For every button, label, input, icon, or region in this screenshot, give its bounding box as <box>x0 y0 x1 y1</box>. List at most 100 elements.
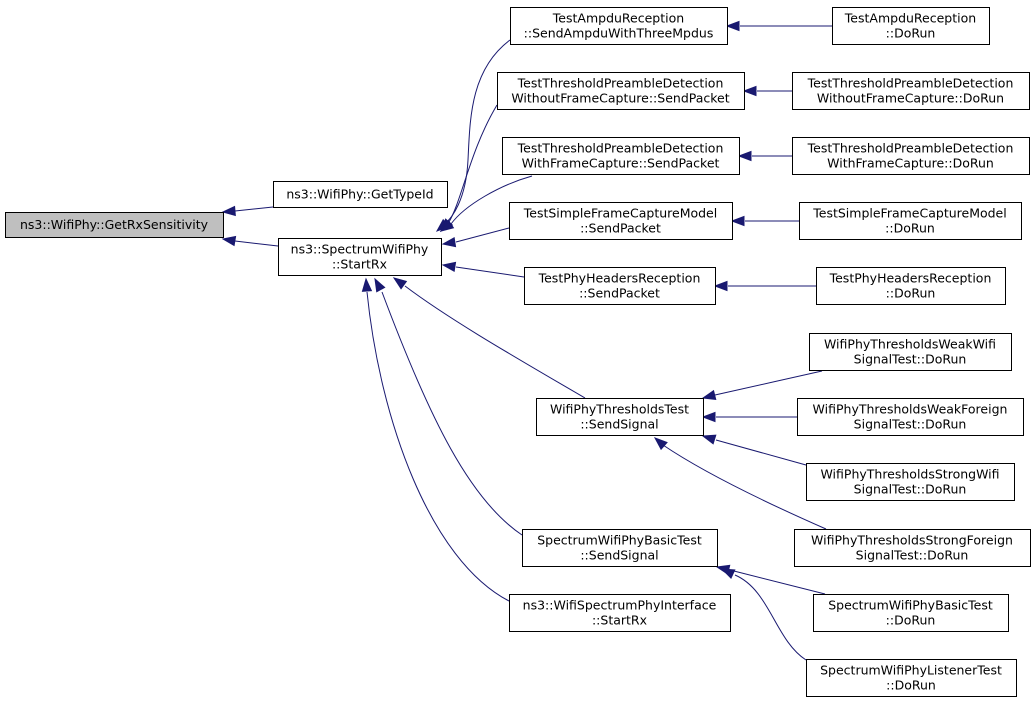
node-box[interactable] <box>792 137 1030 175</box>
node-box[interactable] <box>522 529 718 567</box>
node-label: SignalTest::DoRun <box>854 417 967 432</box>
edge-n1-n0 <box>221 205 274 217</box>
node-label: SignalTest::DoRun <box>854 482 967 497</box>
node-label: SpectrumWifiPhyListenerTest <box>820 663 1002 678</box>
node-n5[interactable]: TestThresholdPreambleDetectionWithFrameC… <box>502 137 740 175</box>
node-box[interactable] <box>832 7 990 45</box>
edge-line <box>734 574 807 661</box>
edge-n9-n2 <box>374 277 523 536</box>
edge-line <box>448 104 498 223</box>
node-n7[interactable]: TestPhyHeadersReception::SendPacket <box>524 267 716 305</box>
edge-n19-n8 <box>653 437 827 530</box>
node-box[interactable] <box>5 212 224 238</box>
node-box[interactable] <box>502 137 740 175</box>
node-n6[interactable]: TestSimpleFrameCaptureModel::SendPacket <box>509 202 733 240</box>
node-label: WifiPhyThresholdsStrongWifi <box>820 467 999 482</box>
node-box[interactable] <box>816 267 1006 305</box>
node-label: ns3::WifiSpectrumPhyInterface <box>523 598 717 613</box>
node-label: WifiPhyThresholdsTest <box>550 402 689 417</box>
edge-line <box>234 240 279 247</box>
node-n1[interactable]: ns3::WifiPhy::GetTypeId <box>273 181 448 208</box>
edge-n5-n2 <box>439 175 533 232</box>
node-n15[interactable]: TestPhyHeadersReception::DoRun <box>816 267 1006 305</box>
node-label: ::SendSignal <box>580 548 658 563</box>
node-box[interactable] <box>509 594 731 632</box>
node-n14[interactable]: TestSimpleFrameCaptureModel::DoRun <box>799 202 1022 240</box>
node-box[interactable] <box>536 398 704 436</box>
node-box[interactable] <box>806 463 1015 501</box>
edge-line <box>450 175 533 225</box>
node-n4[interactable]: TestThresholdPreambleDetectionWithoutFra… <box>497 72 745 110</box>
node-n18[interactable]: WifiPhyThresholdsStrongWifiSignalTest::D… <box>806 463 1015 501</box>
node-n16[interactable]: WifiPhyThresholdsWeakWifiSignalTest::DoR… <box>809 333 1012 371</box>
node-label: ::DoRun <box>886 678 936 693</box>
node-box[interactable] <box>799 202 1022 240</box>
edge-line <box>455 227 510 243</box>
node-box[interactable] <box>509 202 733 240</box>
node-n8[interactable]: WifiPhyThresholdsTest::SendSignal <box>536 398 704 436</box>
node-label: WithoutFrameCapture::SendPacket <box>511 91 729 106</box>
edge-line <box>404 285 586 399</box>
node-label: WithFrameCapture::DoRun <box>827 156 994 171</box>
edge-n7-n2 <box>441 261 525 278</box>
node-box[interactable] <box>813 594 1009 632</box>
node-box[interactable] <box>273 181 448 208</box>
node-box[interactable] <box>794 529 1031 567</box>
edge-arrowhead <box>701 389 717 401</box>
node-box[interactable] <box>809 333 1012 371</box>
node-n9[interactable]: SpectrumWifiPhyBasicTest::SendSignal <box>522 529 718 567</box>
node-n11[interactable]: TestAmpduReception::DoRun <box>832 7 990 45</box>
edge-n15-n7 <box>713 280 816 292</box>
node-label: ::DoRun <box>886 286 936 301</box>
node-label: TestSimpleFrameCaptureModel <box>812 206 1006 221</box>
edge-n11-n3 <box>725 20 832 32</box>
node-label: WithoutFrameCapture::DoRun <box>817 91 1004 106</box>
edge-arrowhead <box>653 437 668 451</box>
edge-arrowhead <box>742 85 757 97</box>
edge-arrowhead <box>713 280 728 292</box>
node-box[interactable] <box>510 7 728 45</box>
node-n12[interactable]: TestThresholdPreambleDetectionWithoutFra… <box>792 72 1030 110</box>
node-label: SignalTest::DoRun <box>854 352 967 367</box>
node-n2[interactable]: ns3::SpectrumWifiPhy::StartRx <box>278 238 442 276</box>
node-label: ::StartRx <box>592 613 647 628</box>
node-label: TestThresholdPreambleDetection <box>807 76 1014 91</box>
node-box[interactable] <box>278 238 442 276</box>
node-box[interactable] <box>792 72 1030 110</box>
node-label: TestPhyHeadersReception <box>538 271 701 286</box>
edge-n8-n2 <box>392 277 586 399</box>
node-label: ::SendPacket <box>579 286 660 301</box>
node-label: WifiPhyThresholdsStrongForeign <box>811 533 1013 548</box>
node-n17[interactable]: WifiPhyThresholdsWeakForeignSignalTest::… <box>797 398 1024 436</box>
edge-line <box>381 291 523 536</box>
edge-arrowhead <box>221 205 236 217</box>
edge-arrowhead <box>392 277 408 290</box>
node-box[interactable] <box>497 72 745 110</box>
node-label: TestThresholdPreambleDetection <box>517 76 724 91</box>
node-n3[interactable]: TestAmpduReception::SendAmpduWithThreeMp… <box>510 7 728 45</box>
node-label: WifiPhyThresholdsWeakForeign <box>813 402 1008 417</box>
node-label: WithFrameCapture::SendPacket <box>522 156 720 171</box>
node-n0[interactable]: ns3::WifiPhy::GetRxSensitivity <box>5 212 224 238</box>
edge-arrowhead <box>221 235 237 247</box>
node-label: TestThresholdPreambleDetection <box>807 141 1014 156</box>
node-box[interactable] <box>797 398 1024 436</box>
node-n21[interactable]: SpectrumWifiPhyListenerTest::DoRun <box>806 659 1017 697</box>
edge-arrowhead <box>737 150 752 162</box>
edge-n13-n5 <box>737 150 792 162</box>
node-n13[interactable]: TestThresholdPreambleDetectionWithFrameC… <box>792 137 1030 175</box>
edge-arrowhead <box>725 20 740 32</box>
edge-arrowhead <box>441 261 457 273</box>
node-label: WifiPhyThresholdsWeakWifi <box>824 337 996 352</box>
node-n19[interactable]: WifiPhyThresholdsStrongForeignSignalTest… <box>794 529 1031 567</box>
edge-arrowhead <box>720 568 736 579</box>
edge-line <box>729 569 826 595</box>
node-n10[interactable]: ns3::WifiSpectrumPhyInterface::StartRx <box>509 594 731 632</box>
node-box[interactable] <box>806 659 1017 697</box>
node-label: TestPhyHeadersReception <box>829 271 992 286</box>
node-box[interactable] <box>524 267 716 305</box>
edge-n10-n2 <box>361 277 510 602</box>
edge-n17-n8 <box>701 411 797 423</box>
node-n20[interactable]: SpectrumWifiPhyBasicTest::DoRun <box>813 594 1009 632</box>
